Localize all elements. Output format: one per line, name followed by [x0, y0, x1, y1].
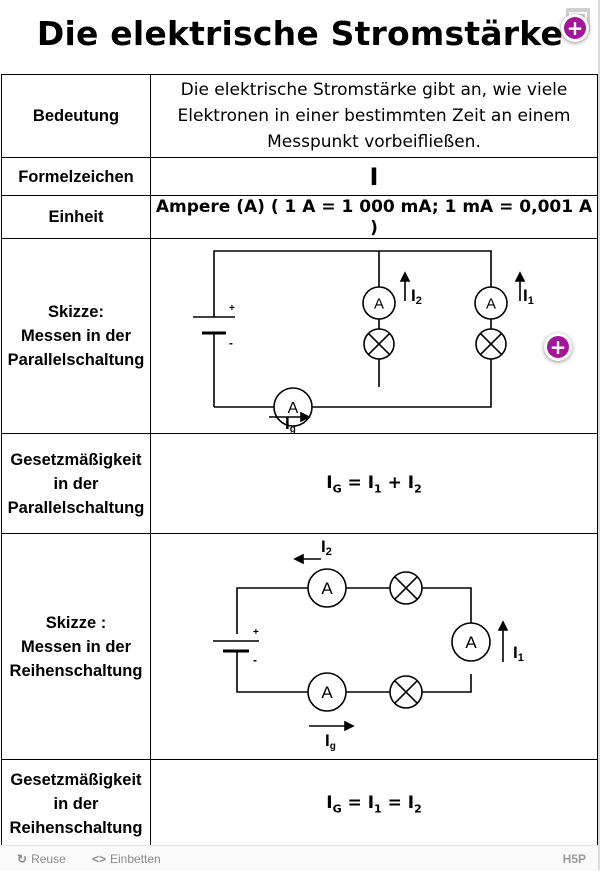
row-formelzeichen: Formelzeichen I: [1, 157, 598, 196]
refresh-icon: ↻: [17, 852, 28, 866]
lamp-branch-1: [363, 328, 395, 360]
row-skizze-reihe: Skizze : Messen in der Reihenschaltung +…: [1, 533, 598, 760]
row-skizze-parallel: Skizze: Messen in der Parallelschaltung …: [1, 238, 598, 434]
row-bedeutung: Bedeutung Die elektrische Stromstärke gi…: [1, 74, 598, 158]
ammeter-top: A: [307, 568, 347, 608]
ammeter-bottom: A: [307, 672, 347, 712]
row-gesetz-reihe: Gesetzmäßigkeit in der Reihenschaltung I…: [1, 759, 598, 848]
current-label-i2: I2: [411, 286, 422, 307]
series-current-i2: I2: [321, 537, 332, 558]
code-icon: <>: [92, 852, 107, 866]
h5p-logo[interactable]: H5P: [562, 852, 586, 866]
label-formelzeichen: Formelzeichen: [1, 157, 151, 196]
label-bedeutung: Bedeutung: [1, 74, 151, 158]
current-label-ig: Ig: [285, 414, 296, 433]
formula-symbol: I: [369, 162, 379, 191]
svg-text:A: A: [321, 683, 333, 702]
ammeter-total: A: [273, 387, 313, 427]
lamp-top: [389, 571, 423, 605]
info-table: Bedeutung Die elektrische Stromstärke gi…: [1, 74, 598, 848]
svg-text:A: A: [486, 296, 496, 313]
row-einheit: Einheit Ampere (A) ( 1 A = 1 000 mA; 1 m…: [1, 195, 598, 239]
series-battery-plus: +: [253, 627, 259, 638]
definition-cell: Die elektrische Stromstärke gibt an, wie…: [150, 74, 598, 158]
series-circuit-diagram: + - A A A: [213, 537, 524, 752]
battery-minus-label: -: [229, 336, 233, 350]
right-edge-border: [598, 0, 600, 870]
ammeter-right: A: [451, 622, 491, 662]
svg-text:A: A: [288, 400, 299, 417]
series-law-formula: IG = I1 = I2: [326, 792, 422, 816]
hotspot-parallel-button[interactable]: +: [544, 333, 572, 361]
label-skizze-reihe: Skizze : Messen in der Reihenschaltung: [1, 533, 151, 760]
label-skizze-parallel: Skizze: Messen in der Parallelschaltung: [1, 238, 151, 434]
page-title: Die elektrische Stromstärke: [36, 14, 564, 53]
embed-button[interactable]: <>Einbetten: [92, 852, 161, 866]
parallel-circuit-diagram: + - A A: [193, 250, 534, 433]
label-gesetz-parallel: Gesetzmäßigkeit in der Parallelschaltung: [1, 433, 151, 534]
lamp-branch-2: [475, 328, 507, 360]
footer-bar: ↻Reuse <>Einbetten H5P: [0, 845, 598, 871]
row-gesetz-parallel: Gesetzmäßigkeit in der Parallelschaltung…: [1, 433, 598, 534]
ammeter-branch-1: A: [362, 286, 396, 320]
label-einheit: Einheit: [1, 195, 151, 239]
series-battery-minus: -: [253, 653, 257, 667]
ammeter-branch-2: A: [474, 286, 508, 320]
svg-text:A: A: [321, 579, 333, 598]
definition-text: Die elektrische Stromstärke gibt an, wie…: [177, 80, 571, 152]
series-current-i1: I1: [513, 643, 524, 664]
label-gesetz-reihe: Gesetzmäßigkeit in der Reihenschaltung: [1, 759, 151, 848]
current-label-i1: I1: [523, 286, 534, 307]
series-current-ig: Ig: [325, 731, 336, 752]
parallel-law-formula: IG = I1 + I2: [326, 472, 422, 496]
reuse-button[interactable]: ↻Reuse: [17, 852, 66, 866]
svg-text:A: A: [465, 633, 477, 652]
hotspot-title-button[interactable]: +: [561, 14, 589, 42]
battery-plus-label: +: [229, 303, 235, 314]
lamp-bottom: [389, 675, 423, 709]
unit-text: Ampere (A) ( 1 A = 1 000 mA; 1 mA = 0,00…: [155, 197, 593, 238]
svg-text:A: A: [374, 296, 384, 313]
